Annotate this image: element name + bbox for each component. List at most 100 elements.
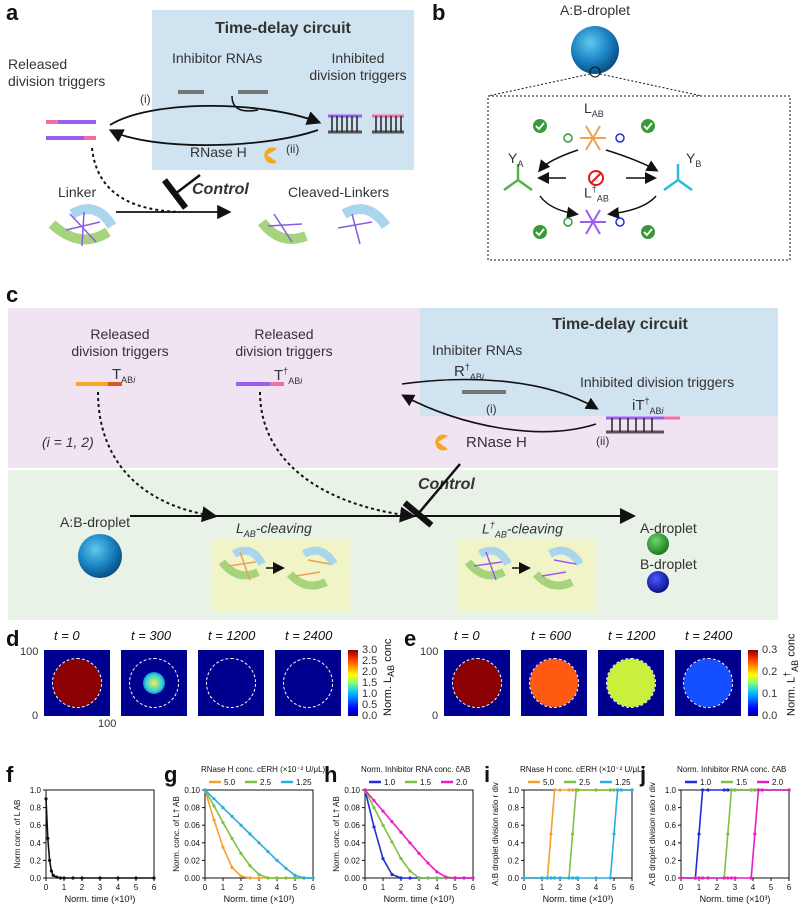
series-line bbox=[204, 789, 313, 879]
data-point bbox=[722, 876, 726, 880]
y-tick-label: 0.6 bbox=[508, 821, 520, 830]
x-tick-label: 6 bbox=[471, 883, 476, 892]
data-point bbox=[558, 876, 562, 880]
y-tick-label: 0.00 bbox=[344, 874, 360, 883]
x-tick-label: 4 bbox=[594, 883, 599, 892]
data-point bbox=[426, 876, 430, 880]
data-point bbox=[221, 845, 225, 849]
data-point bbox=[293, 876, 297, 880]
legend-label: 1.25 bbox=[615, 778, 631, 787]
data-point bbox=[221, 806, 225, 810]
panel-letter-b: b bbox=[432, 0, 446, 25]
series-line bbox=[524, 789, 632, 879]
heatmap-tile bbox=[44, 650, 110, 716]
y-tick-label: 0.0 bbox=[508, 874, 520, 883]
data-point bbox=[48, 858, 52, 862]
data-point bbox=[417, 851, 421, 855]
data-point bbox=[571, 876, 575, 880]
y-tick-label: 0.10 bbox=[184, 786, 200, 795]
colorbar-label: Norm. L†AB conc bbox=[782, 633, 800, 716]
inhibiter-label: Inhibiter RNAs bbox=[432, 342, 523, 358]
x-tick-label: 6 bbox=[311, 883, 316, 892]
x-tick-label: 5 bbox=[134, 883, 139, 892]
y-tick-label: 0.02 bbox=[344, 856, 360, 865]
data-point bbox=[275, 876, 279, 880]
legend-label: 1.0 bbox=[700, 778, 712, 787]
x-axis-label: Norm. time (×10³) bbox=[65, 894, 136, 904]
series-line bbox=[681, 789, 789, 879]
x-tick-label: 1 bbox=[381, 883, 386, 892]
data-point bbox=[390, 872, 394, 877]
step-i: (i) bbox=[140, 92, 151, 106]
ab-droplet-sphere bbox=[571, 26, 619, 74]
heatmap-time-label: t = 2400 bbox=[285, 628, 333, 643]
y-tick-label: 0.04 bbox=[184, 839, 200, 848]
data-point bbox=[230, 836, 234, 840]
data-point bbox=[116, 876, 120, 880]
data-point bbox=[697, 876, 701, 880]
data-point bbox=[239, 874, 243, 878]
control-label: Control bbox=[192, 181, 249, 198]
panel-letter-g: g bbox=[164, 762, 178, 787]
data-point bbox=[230, 814, 234, 818]
data-point bbox=[230, 865, 234, 870]
it-dag-label: iT†ABi bbox=[632, 396, 664, 416]
x-axis-label: Norm. time (×10³) bbox=[543, 894, 614, 904]
x-tick-label: 5 bbox=[612, 883, 617, 892]
heatmap-tile bbox=[121, 650, 187, 716]
heatmap-time-label: t = 600 bbox=[531, 628, 572, 643]
y-tick-label: 1.0 bbox=[30, 786, 42, 795]
data-point bbox=[701, 876, 705, 880]
c-circuit-title: Time-delay circuit bbox=[552, 316, 688, 333]
b-droplet-sphere bbox=[647, 571, 669, 593]
lab-cleaving-icon bbox=[218, 546, 338, 590]
data-point bbox=[753, 832, 757, 836]
legend-label: 5.0 bbox=[543, 778, 555, 787]
colorbar-label: Norm. LAB conc bbox=[382, 638, 397, 716]
data-point bbox=[62, 876, 66, 880]
legend-title: RNase H conc. cERH (×10⁻² U/μL) bbox=[520, 765, 645, 774]
colorbar bbox=[348, 650, 358, 716]
heatmap-tile bbox=[521, 650, 587, 716]
data-point bbox=[372, 825, 376, 829]
x-tick-label: 1 bbox=[221, 883, 226, 892]
data-point bbox=[80, 876, 84, 880]
data-point bbox=[693, 876, 698, 880]
ldag-cleaving-label: L†AB-cleaving bbox=[482, 520, 563, 540]
x-tick-label: 2 bbox=[80, 883, 85, 892]
c-step-ii: (ii) bbox=[596, 434, 610, 448]
heatmap-time-label: t = 1200 bbox=[208, 628, 256, 643]
data-point bbox=[44, 797, 48, 801]
lab-cleaving-label: LAB-cleaving bbox=[236, 520, 312, 539]
check-icon bbox=[641, 225, 655, 239]
t-dag-label: T†ABi bbox=[274, 366, 303, 386]
panel-letter-j: j bbox=[640, 762, 647, 787]
b-droplet-label: B-droplet bbox=[640, 556, 697, 572]
data-point bbox=[212, 804, 216, 808]
panel-letter-e: e bbox=[404, 626, 417, 651]
data-point bbox=[726, 832, 730, 836]
data-point bbox=[444, 875, 448, 879]
data-point bbox=[608, 876, 613, 880]
legend-label: 2.5 bbox=[579, 778, 591, 787]
heatmap-tile bbox=[198, 650, 264, 716]
data-point bbox=[51, 873, 55, 877]
heatmap-time-label: t = 300 bbox=[131, 628, 172, 643]
check-icon bbox=[641, 119, 655, 133]
heatmap-tile bbox=[675, 650, 741, 716]
data-point bbox=[787, 788, 791, 792]
y-tick-label: 1.0 bbox=[508, 786, 520, 795]
data-point bbox=[381, 809, 385, 813]
y-axis-label: A:B droplet division ratio r div bbox=[648, 782, 657, 886]
heatmap-tile bbox=[275, 650, 341, 716]
legend-title: RNase H conc. cERH (×10⁻² U/μL) bbox=[201, 765, 326, 774]
l-dag-star-icon bbox=[580, 209, 606, 235]
y-tick-label: 1.0 bbox=[665, 786, 677, 795]
check-icon bbox=[533, 119, 547, 133]
data-point bbox=[284, 876, 288, 880]
x-tick-label: 5 bbox=[769, 883, 774, 892]
x-tick-label: 4 bbox=[751, 883, 756, 892]
legend-label: 2.0 bbox=[772, 778, 784, 787]
c-step-i: (i) bbox=[486, 402, 497, 416]
